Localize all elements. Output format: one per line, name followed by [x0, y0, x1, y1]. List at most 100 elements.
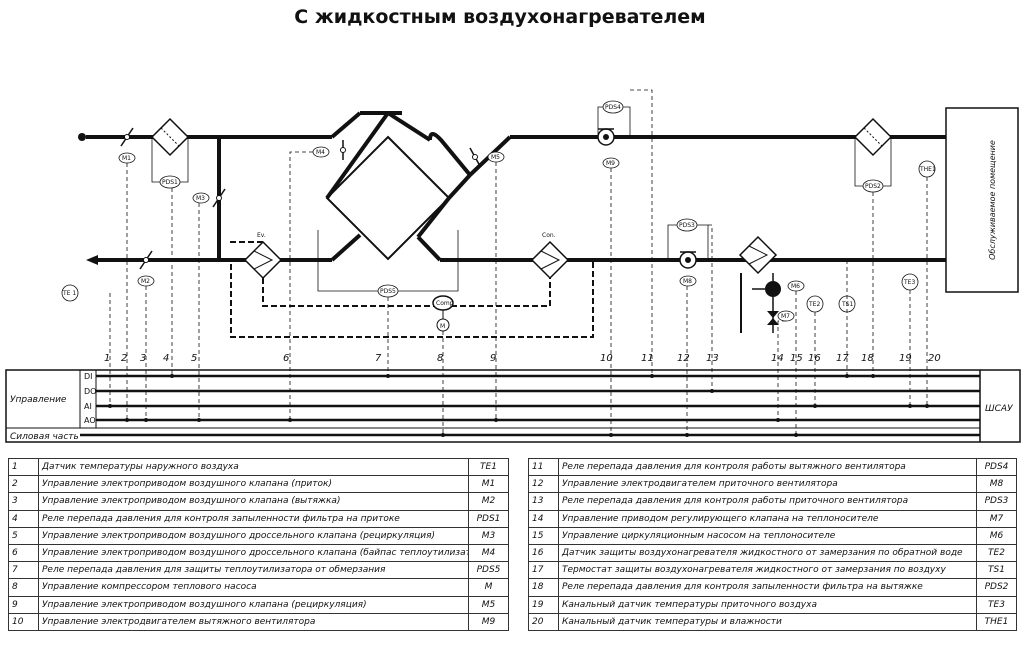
legend-code: PDS1 [468, 509, 509, 528]
svg-text:5: 5 [191, 353, 197, 364]
cabinet-label: ШСАУ [985, 404, 1013, 414]
legend-number: 14 [528, 509, 559, 528]
tag-m8: M8 [679, 275, 697, 287]
condenser-coil [530, 240, 570, 280]
svg-text:TE2: TE2 [808, 301, 820, 308]
legend-code: M8 [976, 475, 1017, 494]
damper-m4 [340, 140, 346, 160]
exhaust-duct [98, 233, 362, 262]
legend-number: 17 [528, 561, 559, 580]
legend-description: Датчик защиты воздухонагревателя жидкост… [558, 543, 977, 563]
legend-code: M5 [468, 595, 509, 614]
served-room-label: Обслуживаемое помещение [988, 140, 997, 260]
legend-description: Канальный датчик температуры и влажности [558, 612, 977, 631]
tag-m6: M6 [787, 280, 805, 292]
svg-text:PDS3: PDS3 [679, 222, 695, 229]
legend-description: Управление электроприводом воздушного кл… [38, 595, 469, 614]
svg-text:8: 8 [437, 353, 443, 364]
legend-number: 18 [528, 578, 559, 597]
legend-number: 9 [8, 595, 39, 614]
svg-text:THE1: THE1 [919, 166, 936, 173]
svg-text:M8: M8 [683, 278, 692, 285]
extract-filter [853, 117, 893, 157]
legend-code: TE1 [468, 457, 509, 477]
svg-text:M3: M3 [196, 195, 205, 202]
outdoor-air-intake [78, 133, 86, 141]
bus-connection-dots [108, 374, 929, 437]
legend-code: M7 [976, 509, 1017, 528]
legend-number: 16 [528, 543, 559, 563]
svg-text:9: 9 [490, 353, 496, 364]
svg-text:PDS2: PDS2 [865, 183, 881, 190]
svg-text:M9: M9 [606, 160, 615, 167]
damper-m1 [120, 127, 134, 147]
damper-m3 [212, 188, 226, 208]
svg-text:6: 6 [283, 353, 289, 364]
water-heater-coil [738, 235, 778, 275]
compressor-label: Comp [436, 300, 454, 307]
svg-text:11: 11 [641, 353, 654, 364]
bus-channel-do: DO [84, 387, 96, 396]
evaporator-coil [243, 240, 283, 280]
legend-code: PDS3 [976, 492, 1017, 511]
legend-number: 7 [8, 561, 39, 580]
supply-fan [679, 251, 697, 269]
control-section-label: Управление [10, 395, 67, 405]
extract-fan [597, 128, 615, 146]
bypass-duct [428, 132, 472, 177]
svg-text:20: 20 [928, 353, 941, 364]
legend-description: Управление приводом регулирующего клапан… [558, 509, 977, 528]
legend-description: Управление электроприводом воздушного др… [38, 543, 469, 563]
svg-text:19: 19 [899, 353, 912, 364]
damper-m5 [469, 147, 481, 167]
legend-number: 11 [528, 457, 559, 477]
svg-text:M2: M2 [141, 278, 150, 285]
legend-code: PDS2 [976, 578, 1017, 597]
tag-m4: M4 [312, 146, 330, 158]
svg-text:TE 1: TE 1 [62, 290, 76, 297]
legend-number: 10 [8, 612, 39, 631]
legend-number: 3 [8, 492, 39, 511]
legend-description: Реле перепада давления для контроля рабо… [558, 457, 977, 477]
legend-description: Термостат защиты воздухонагревателя жидк… [558, 561, 977, 580]
legend-code: TS1 [976, 561, 1017, 580]
supply-filter [150, 117, 190, 157]
legend-number: 8 [8, 578, 39, 597]
legend-code: M [468, 578, 509, 597]
legend-number: 2 [8, 475, 39, 494]
legend-description: Реле перепада давления для защиты теплоу… [38, 561, 469, 580]
legend-number: 12 [528, 475, 559, 494]
tag-the1: THE1 [918, 160, 936, 178]
signal-lines [109, 89, 928, 435]
legend-code: TE3 [976, 595, 1017, 614]
svg-text:PDS4: PDS4 [605, 104, 621, 111]
tag-m5: M5 [487, 151, 505, 163]
legend-number: 13 [528, 492, 559, 511]
damper-m2 [139, 250, 153, 270]
svg-text:PDS1: PDS1 [162, 179, 178, 186]
bus-channel-ao: AO [84, 416, 96, 425]
legend-description: Управление электроприводом воздушного кл… [38, 475, 469, 494]
svg-text:17: 17 [836, 353, 849, 364]
heating-valve [767, 311, 779, 325]
compressor-motor-tag: M [440, 323, 445, 330]
tag-pds3: PDS3 [676, 218, 698, 232]
svg-text:15: 15 [790, 353, 803, 364]
bus-channel-di: DI [84, 372, 93, 381]
tag-pds5: PDS5 [377, 284, 399, 298]
svg-text:1: 1 [104, 353, 110, 364]
legend-number: 1 [8, 457, 39, 477]
legend-code: PDS4 [976, 457, 1017, 477]
diagram-title: С жидкостным воздухонагревателем [294, 6, 706, 28]
